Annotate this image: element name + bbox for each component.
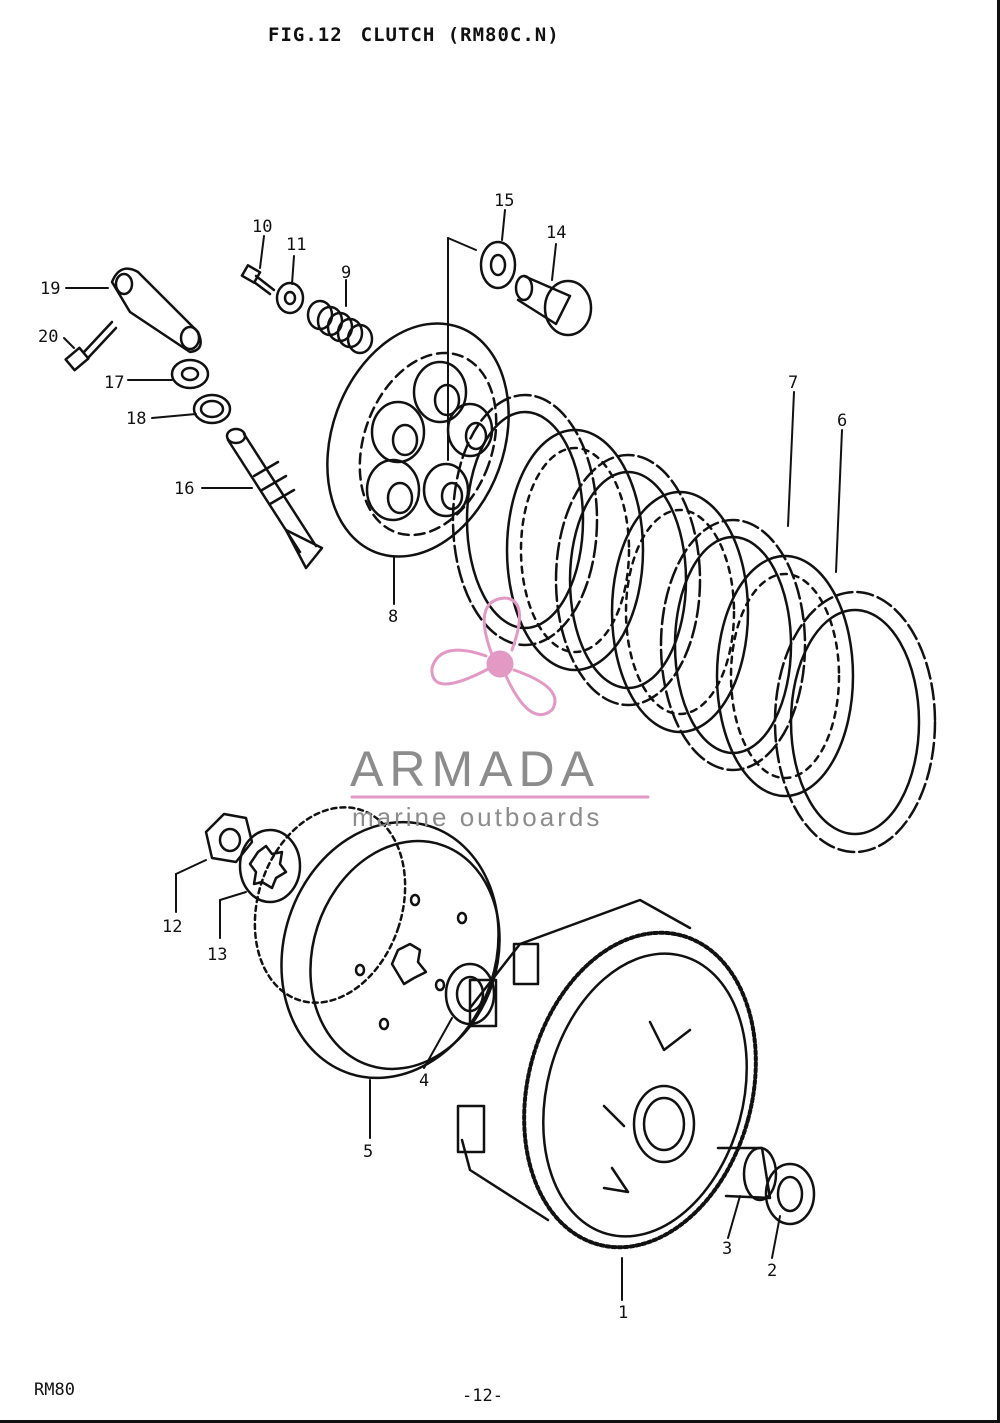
bolt-20 (64, 320, 118, 372)
release-rod-16 (225, 427, 324, 570)
washer-15 (479, 240, 517, 290)
callout-14: 14 (546, 223, 566, 243)
primary-driven-gear-assembly-1 (456, 898, 758, 1250)
callout-11: 11 (286, 235, 306, 255)
callout-2: 2 (767, 1261, 777, 1281)
watermark-brand: ARMADA (350, 741, 600, 797)
callout-12: 12 (162, 917, 182, 937)
callout-20: 20 (38, 327, 58, 347)
watermark-tagline: marine outboards (352, 802, 602, 832)
push-piece-14 (514, 274, 593, 337)
callout-4: 4 (419, 1071, 429, 1091)
figure-label: FIG.12 (268, 24, 343, 46)
callout-16: 16 (174, 479, 194, 499)
callout-7: 7 (788, 373, 798, 393)
model-code: RM80 (34, 1380, 75, 1400)
thrust-washer-2 (764, 1162, 816, 1226)
pressure-disc-8 (326, 322, 510, 558)
clutch-sleeve-hub-5 (253, 806, 501, 1080)
callout-9: 9 (341, 263, 351, 283)
nut-12 (204, 812, 254, 864)
drive-plate (773, 590, 937, 854)
callout-18: 18 (126, 409, 146, 429)
callout-labels: 1 2 3 4 5 6 7 8 9 10 11 12 13 14 15 16 1… (38, 191, 847, 1323)
bolt-10 (240, 264, 276, 296)
clutch-spring-9 (306, 299, 374, 355)
plate-stack (451, 393, 937, 854)
washer-17 (170, 358, 210, 390)
driven-plate (505, 428, 645, 672)
callout-leaders (63, 209, 843, 1301)
page-number: -12- (462, 1386, 503, 1406)
armada-watermark: ARMADA marine outboards (350, 596, 650, 832)
callout-19: 19 (40, 279, 60, 299)
figure-title: FIG.12 CLUTCH (RM80C.N) (268, 24, 578, 46)
callout-8: 8 (388, 607, 398, 627)
oil-seal-18 (192, 393, 232, 425)
callout-3: 3 (722, 1239, 732, 1259)
callout-17: 17 (104, 373, 124, 393)
washer-11 (275, 281, 305, 315)
callout-6: 6 (837, 411, 847, 431)
callout-10: 10 (252, 217, 272, 237)
drive-plate (451, 393, 599, 647)
release-arm-19 (110, 267, 202, 354)
callout-13: 13 (207, 945, 227, 965)
lock-washer-13 (238, 828, 302, 904)
figure-caption: CLUTCH (RM80C.N) (360, 24, 560, 46)
propeller-logo-icon (430, 596, 557, 717)
callout-15: 15 (494, 191, 514, 211)
callout-bracket-15b (447, 237, 477, 251)
callout-5: 5 (363, 1142, 373, 1162)
driven-plate (715, 554, 855, 798)
spacer-3 (716, 1146, 778, 1202)
callout-1: 1 (618, 1303, 628, 1323)
